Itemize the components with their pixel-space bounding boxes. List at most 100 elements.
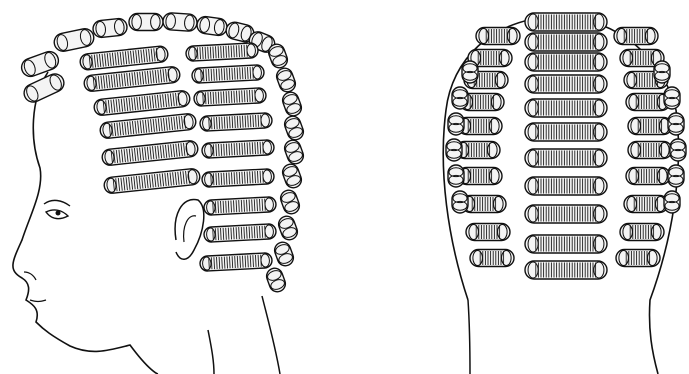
perm-rod [466,224,510,241]
rod-body [668,165,684,187]
rod-body [525,205,607,223]
perm-rod [282,114,305,142]
perm-rod [272,240,295,268]
rod-body [448,113,464,135]
perm-rod [628,142,672,159]
rod-body [654,61,670,83]
rod-body [525,99,607,117]
back-view-head [443,13,686,374]
rod-body [525,261,607,279]
perm-rod [280,162,303,190]
perm-rod [79,45,168,70]
perm-rod [129,14,163,31]
perm-rod [525,13,607,31]
pupil [56,211,61,216]
perm-rod [664,191,680,213]
neck-front [208,330,214,374]
rod-body [628,118,672,135]
perm-rod [525,123,607,141]
perm-rod [670,139,686,161]
neck-left [468,300,470,374]
perm-rod [194,88,267,107]
perm-rod [202,169,275,188]
side-view-head [13,12,306,374]
perm-rod [264,266,287,294]
perm-rod [196,15,228,36]
mouth [30,300,46,302]
perm-rod [186,43,259,62]
perm-rod [525,205,607,223]
perm-rod [103,168,200,194]
perm-rod [204,224,277,243]
perm-rod [448,113,464,135]
perm-rod [448,165,464,187]
rod-body [620,224,664,241]
perm-rod [276,214,299,242]
perm-rod [93,90,190,116]
perm-rod [525,177,607,195]
perm-rod [278,188,301,216]
rod-body [525,123,607,141]
perm-rod [53,27,96,53]
perm-rod [462,61,478,83]
perm-rod [476,28,520,45]
rod-body [446,139,462,161]
rod-body [462,61,478,83]
perm-rod [200,253,273,272]
brow [44,200,70,206]
perm-rod [192,65,265,84]
rod-body [466,224,510,241]
perm-rod [99,113,196,139]
perm-rod [614,28,658,45]
rod-body [664,191,680,213]
perm-rod [470,250,514,267]
ear-inner [184,216,196,242]
perm-rod [626,168,670,185]
rod-body [626,168,670,185]
perm-rod [282,138,305,166]
rod-body [525,177,607,195]
perm-rod [452,191,468,213]
rod-body [525,13,607,31]
perm-rod [668,113,684,135]
perm-rod [274,66,297,94]
perm-rod [668,165,684,187]
rod-body [448,165,464,187]
rod-body [92,18,128,38]
rod-body [664,87,680,109]
perm-rod [616,250,660,267]
perm-rod [525,235,607,253]
perm-rod [525,75,607,93]
perm-rod [280,90,303,118]
perm-rod [628,118,672,135]
perm-rod [200,113,273,132]
perm-rod [101,140,198,166]
rod-body [525,33,607,51]
rod-body [670,139,686,161]
rod-body [53,27,96,53]
rod-body [525,75,607,93]
perm-rod [525,99,607,117]
perm-rod [620,224,664,241]
perm-rod [525,261,607,279]
rod-body [525,53,607,71]
rod-body [470,250,514,267]
perm-rod [204,197,277,216]
rod-body [452,87,468,109]
rod-body [616,250,660,267]
perm-rod [525,53,607,71]
rod-body [525,149,607,167]
perm-rod [664,87,680,109]
perm-rod [525,33,607,51]
perm-rod [83,66,180,92]
rod-body [668,113,684,135]
perm-rod [452,87,468,109]
rod-body [624,196,668,213]
rod-body [476,28,520,45]
rod-body [614,28,658,45]
nostril [24,272,36,280]
rod-body [196,15,228,36]
face-profile [13,72,158,374]
